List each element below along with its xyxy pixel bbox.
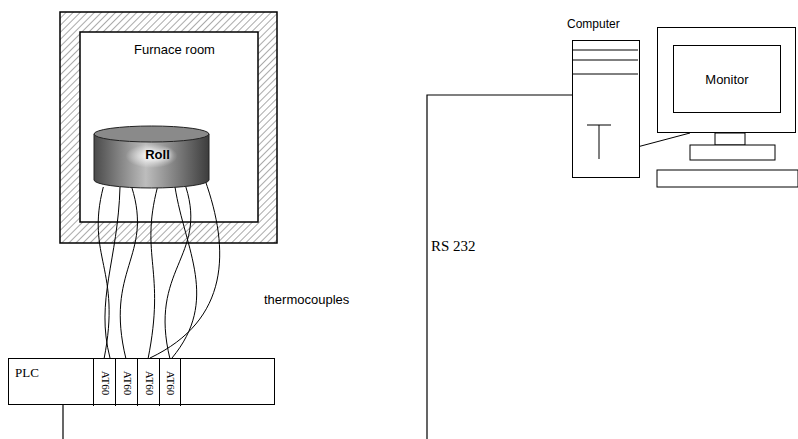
- plc-rack-label: PLC: [15, 365, 39, 381]
- furnace-room: Furnace roomRoll: [60, 12, 289, 243]
- io-module-label: AT60: [143, 370, 154, 394]
- keyboard: [657, 170, 798, 187]
- wire-label: thermocouples: [262, 292, 351, 307]
- bus-label: RS 232: [429, 238, 478, 255]
- computer-tower: Computer: [572, 40, 640, 178]
- thermocouple-wire: [148, 187, 158, 359]
- monitor-base: [690, 145, 775, 160]
- video-cable: [640, 133, 690, 146]
- monitor-neck: [715, 133, 745, 145]
- roll-cylinder-label: Roll: [93, 147, 222, 162]
- furnace-room-label: Furnace room: [60, 42, 289, 57]
- io-module-label: AT60: [165, 370, 176, 394]
- io-module: AT60: [115, 359, 137, 406]
- monitor-label: Monitor: [705, 72, 748, 87]
- io-module: AT60: [93, 359, 115, 406]
- thermocouple-wire: [120, 187, 137, 359]
- io-module: AT60: [137, 359, 159, 406]
- io-module: AT60: [159, 359, 181, 406]
- tower-details: [573, 41, 638, 176]
- monitor-screen: Monitor: [673, 45, 781, 113]
- thermocouple-wire: [150, 180, 220, 358]
- plc-rack: PLC AT60 AT60 AT60 AT60: [8, 358, 275, 405]
- furnace-interior: [80, 32, 258, 222]
- io-module-label: AT60: [121, 370, 132, 394]
- io-module-label: AT60: [99, 370, 110, 394]
- plc-cable: [62, 405, 63, 439]
- roll-cylinder: Roll: [93, 125, 222, 189]
- monitor: Monitor: [657, 27, 796, 133]
- thermocouple-wire: [105, 187, 120, 358]
- thermocouple-wire: [98, 187, 109, 359]
- thermocouple-wire: [165, 187, 191, 359]
- rs232-cable: [427, 95, 572, 439]
- computer-tower-label: Computer: [567, 17, 620, 31]
